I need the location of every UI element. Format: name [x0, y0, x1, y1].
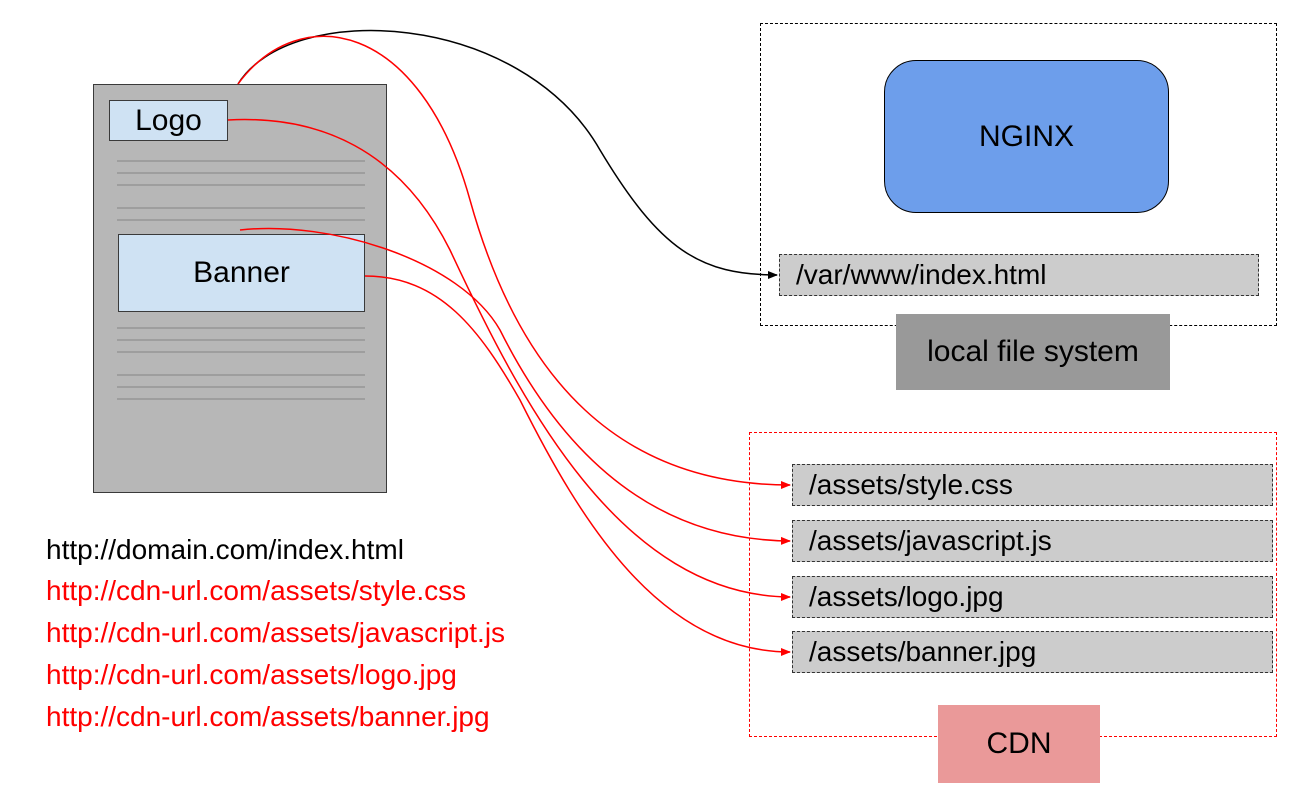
text-line: [117, 184, 365, 186]
banner-element: Banner: [118, 234, 365, 312]
text-line: [117, 386, 365, 388]
text-line: [117, 398, 365, 400]
text-line: [117, 172, 365, 174]
asset-javascript-js: /assets/javascript.js: [792, 520, 1273, 562]
asset-style-css: /assets/style.css: [792, 464, 1273, 506]
text-line: [117, 351, 365, 353]
url-banner-jpg: http://cdn-url.com/assets/banner.jpg: [46, 701, 490, 732]
url-javascript-js: http://cdn-url.com/assets/javascript.js: [46, 617, 506, 648]
text-line: [117, 327, 365, 329]
local-file-system-label: local file system: [896, 314, 1170, 390]
index-html-file: /var/www/index.html: [779, 254, 1259, 296]
url-logo-jpg: http://cdn-url.com/assets/logo.jpg: [46, 659, 457, 690]
asset-logo-jpg: /assets/logo.jpg: [792, 576, 1273, 618]
text-line: [117, 219, 365, 221]
text-line: [117, 374, 365, 376]
cdn-label: CDN: [938, 705, 1100, 783]
logo-element: Logo: [109, 100, 228, 141]
arrow-style-css: [237, 35, 791, 489]
arrow-javascript-js: [239, 227, 791, 545]
arrow-banner-jpg: [364, 275, 791, 656]
arrow-index-html: [237, 29, 778, 279]
nginx-server: NGINX: [884, 60, 1169, 213]
asset-banner-jpg: /assets/banner.jpg: [792, 631, 1273, 673]
url-style-css: http://cdn-url.com/assets/style.css: [46, 575, 467, 606]
text-line: [117, 339, 365, 341]
text-line: [117, 207, 365, 209]
url-index: http://domain.com/index.html: [46, 534, 404, 565]
text-line: [117, 160, 365, 162]
arrow-logo-jpg: [227, 118, 791, 601]
